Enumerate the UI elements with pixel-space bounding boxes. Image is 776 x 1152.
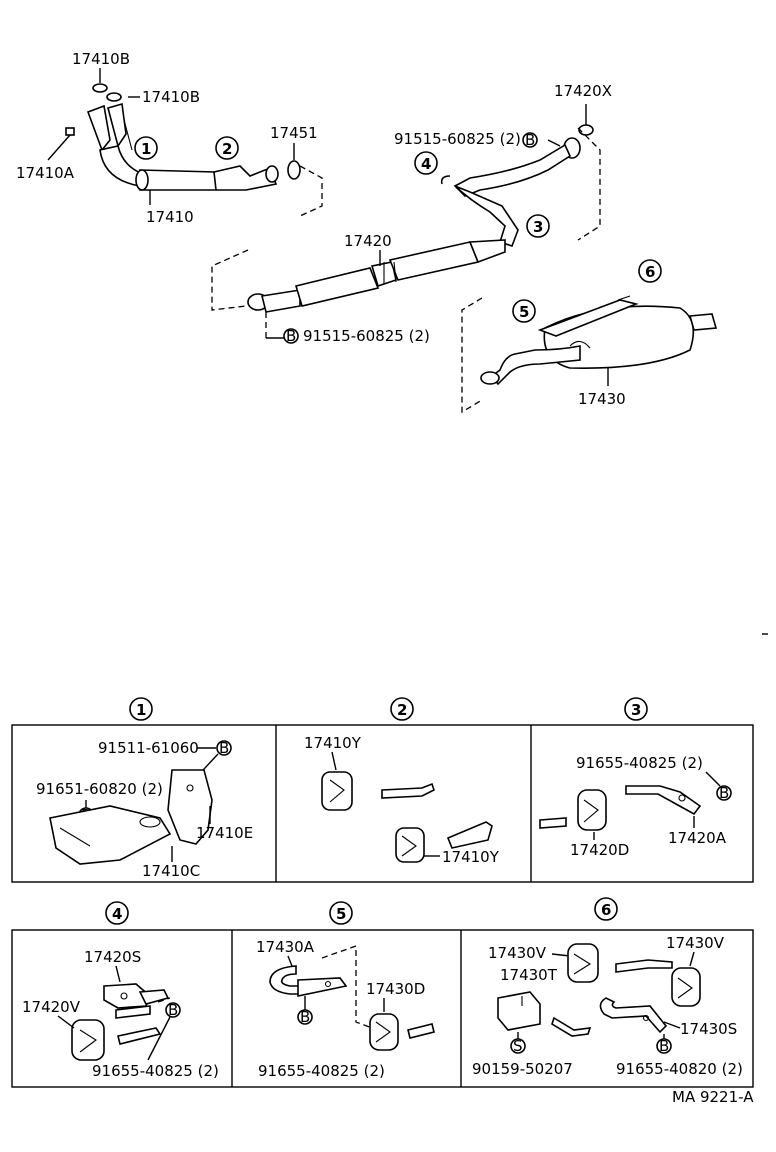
bracket-17430S: [599, 997, 668, 1034]
svg-text:B: B: [168, 1001, 178, 1019]
svg-text:1: 1: [136, 701, 146, 719]
rubber-hanger-17430V-right: [671, 967, 701, 1007]
rubber-hanger-17430D: [369, 1013, 399, 1051]
label-17420X: 17420X: [554, 82, 612, 100]
detail-row-bottom: 4 17420S B 17420V 91655-40825 (2) 5 174: [11, 897, 754, 1088]
diagram-code: MA 9221-A: [672, 1088, 754, 1106]
svg-text:B: B: [219, 739, 229, 757]
callout-1: 1: [134, 136, 158, 160]
svg-text:S: S: [513, 1037, 523, 1055]
svg-text:4: 4: [112, 905, 122, 923]
label-17410B-top: 17410B: [72, 50, 130, 68]
rubber-hanger-17430V-left: [567, 943, 599, 983]
label-91511-61060: 91511-61060: [98, 739, 199, 757]
svg-text:5: 5: [336, 905, 346, 923]
svg-text:3: 3: [533, 218, 543, 236]
rubber-hanger-17410Y-top: [321, 771, 353, 811]
label-91655-40825-p4: 91655-40825 (2): [92, 1062, 219, 1080]
svg-text:B: B: [719, 784, 729, 802]
svg-text:2: 2: [397, 701, 407, 719]
label-17430: 17430: [578, 390, 626, 408]
svg-text:5: 5: [519, 303, 529, 321]
rubber-hanger-17410Y-bottom: [395, 827, 425, 863]
label-91655-40820: 91655-40820 (2): [616, 1060, 743, 1078]
bracket-17420A: [625, 785, 702, 816]
detail-panel-4: 4 17420S B 17420V 91655-40825 (2): [22, 901, 219, 1080]
svg-text:B: B: [659, 1037, 669, 1055]
label-17430A: 17430A: [256, 938, 315, 956]
svg-text:B: B: [300, 1008, 310, 1026]
gasket-17420X: [578, 124, 594, 136]
label-91655-40825-p3: 91655-40825 (2): [576, 754, 703, 772]
label-17420V: 17420V: [22, 998, 81, 1016]
detail-panel-3: 3 91655-40825 (2) B 17420D 17420A: [539, 697, 732, 859]
label-91515-top: 91515-60825 (2): [394, 130, 521, 148]
svg-text:6: 6: [645, 263, 655, 281]
label-91655-40825-p5: 91655-40825 (2): [258, 1062, 385, 1080]
label-17420D: 17420D: [570, 841, 629, 859]
label-17410C: 17410C: [142, 862, 200, 880]
muffler-17430: [480, 295, 718, 386]
stay-17410C: [49, 805, 172, 865]
label-17430D: 17430D: [366, 980, 425, 998]
bolt-marker-bottom: B: [286, 327, 296, 345]
detail-panel-1: 1 91511-61060 B 91651-60820 (2) B 17410E…: [36, 697, 253, 880]
detail-panel-6: 6 17430V 17430V 17430T S 17430S: [472, 897, 743, 1078]
nut-17410A: [65, 127, 75, 136]
rubber-hanger-17420D: [577, 789, 607, 831]
label-17410E: 17410E: [196, 824, 253, 842]
gasket-17410B-top: [92, 83, 108, 93]
label-17451: 17451: [270, 124, 318, 142]
label-17410B-right: 17410B: [142, 88, 200, 106]
hanger-rod-top: [381, 782, 435, 799]
main-exhaust-assembly: B B 17410B 17410B 17410A 17410 17451 915…: [16, 50, 718, 414]
bolt-marker-top: B: [525, 131, 535, 149]
svg-text:3: 3: [631, 701, 641, 719]
label-17410Y-top: 17410Y: [304, 734, 362, 752]
center-pipe-upper: [440, 137, 581, 248]
callout-3: 3: [526, 214, 550, 238]
heat-insulator-17410E: [167, 769, 213, 845]
label-90159-50207: 90159-50207: [472, 1060, 573, 1078]
callout-2: 2: [215, 136, 239, 160]
detail-panel-5: 5 17430A B 17430D 91655-40825 (2): [256, 901, 435, 1080]
callout-4: 4: [414, 151, 438, 175]
label-17430T: 17430T: [500, 966, 558, 984]
gasket-17451: [287, 160, 301, 180]
label-17420S: 17420S: [84, 948, 141, 966]
label-17430S: 17430S: [680, 1020, 737, 1038]
svg-text:6: 6: [601, 901, 611, 919]
detail-row-top: 1 91511-61060 B 91651-60820 (2) B 17410E…: [11, 697, 754, 883]
label-91651-60820: 91651-60820 (2): [36, 780, 163, 798]
svg-text:1: 1: [141, 140, 151, 158]
bracket-17430A: [269, 965, 301, 995]
svg-text:2: 2: [222, 140, 232, 158]
label-17430V-left: 17430V: [488, 944, 547, 962]
label-17410: 17410: [146, 208, 194, 226]
gasket-17410B-right: [106, 92, 122, 102]
svg-text:4: 4: [421, 155, 431, 173]
label-17420A: 17420A: [668, 829, 727, 847]
label-91515-bottom: 91515-60825 (2): [303, 327, 430, 345]
mount-17430T: [497, 991, 541, 1031]
label-17420: 17420: [344, 232, 392, 250]
hanger-rod-bottom: [446, 821, 493, 849]
label-17410Y-bottom: 17410Y: [442, 848, 500, 866]
rubber-hanger-17420V: [71, 1019, 105, 1061]
detail-panel-2: 2 17410Y 17410Y: [304, 697, 500, 866]
label-17430V-right: 17430V: [666, 934, 725, 952]
callout-6: 6: [638, 259, 662, 283]
callout-5: 5: [512, 299, 536, 323]
front-pipe-17410: [86, 102, 279, 191]
center-pipe-17420: [247, 239, 506, 313]
label-17410A: 17410A: [16, 164, 75, 182]
